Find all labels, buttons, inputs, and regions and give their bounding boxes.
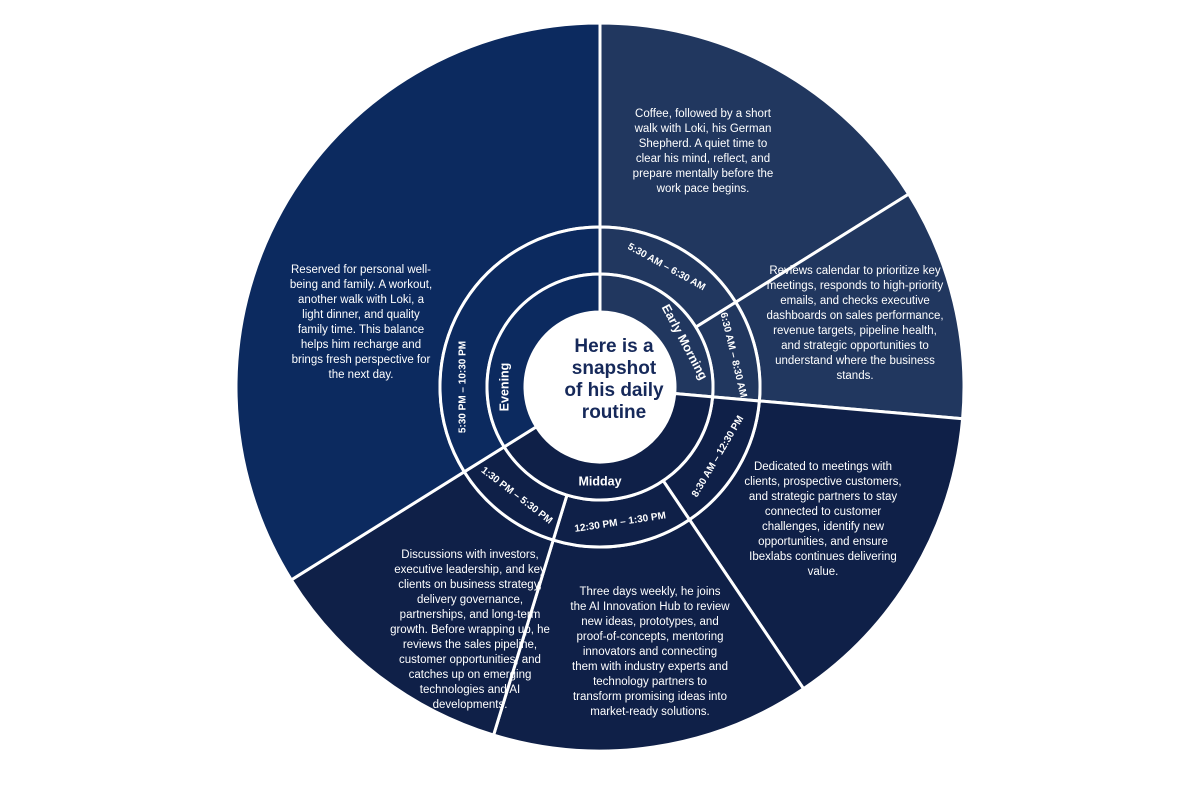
- desc-early-morning-1: Coffee, followed by a short walk with Lo…: [632, 108, 774, 195]
- center-title-line: of his daily: [564, 380, 664, 401]
- desc-midday-2: Three days weekly, he joins the AI Innov…: [570, 586, 730, 718]
- desc-midday-3: Discussions with investors, executive le…: [390, 549, 550, 711]
- middle-ring-border: [438, 225, 762, 549]
- time-label-evening-1: 5:30 PM – 10:30 PM: [458, 341, 469, 433]
- center-title-line: Here is a: [574, 336, 654, 357]
- center-circle: [525, 312, 675, 462]
- center-title-line: routine: [581, 402, 647, 423]
- desc-early-morning-2: Reviews calendar to prioritize key meeti…: [766, 265, 944, 382]
- period-label-evening: Evening: [497, 363, 511, 412]
- center-title: Here is a snapshot of his daily routine: [543, 336, 685, 424]
- period-label-midday: Midday: [578, 474, 621, 488]
- desc-evening-1: Reserved for personal well-being and fam…: [289, 264, 433, 381]
- inner-ring-border: [485, 272, 715, 502]
- center-title-line: snapshot: [571, 358, 657, 379]
- desc-midday-1: Dedicated to meetings with clients, pros…: [744, 461, 902, 578]
